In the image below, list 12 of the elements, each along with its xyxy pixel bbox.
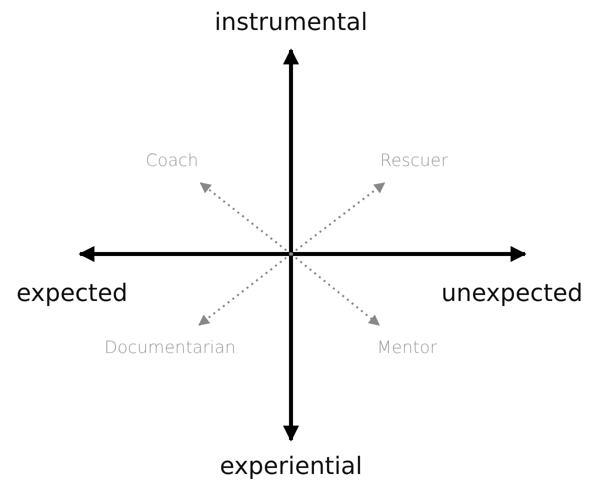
axis-label: experiential xyxy=(220,452,362,480)
dotted-arrow xyxy=(198,253,292,326)
axis-label: unexpected xyxy=(441,279,583,307)
quadrant-label: Coach xyxy=(146,150,198,170)
dotted-arrow xyxy=(200,182,292,255)
quadrant-label: Mentor xyxy=(377,338,437,358)
axis-label: instrumental xyxy=(214,8,368,36)
quadrant-label: Documentarian xyxy=(104,338,236,358)
dotted-arrow xyxy=(290,182,386,255)
quadrant-label: Rescuer xyxy=(380,150,448,170)
axis-label: expected xyxy=(16,279,128,307)
dotted-arrow xyxy=(290,253,380,326)
